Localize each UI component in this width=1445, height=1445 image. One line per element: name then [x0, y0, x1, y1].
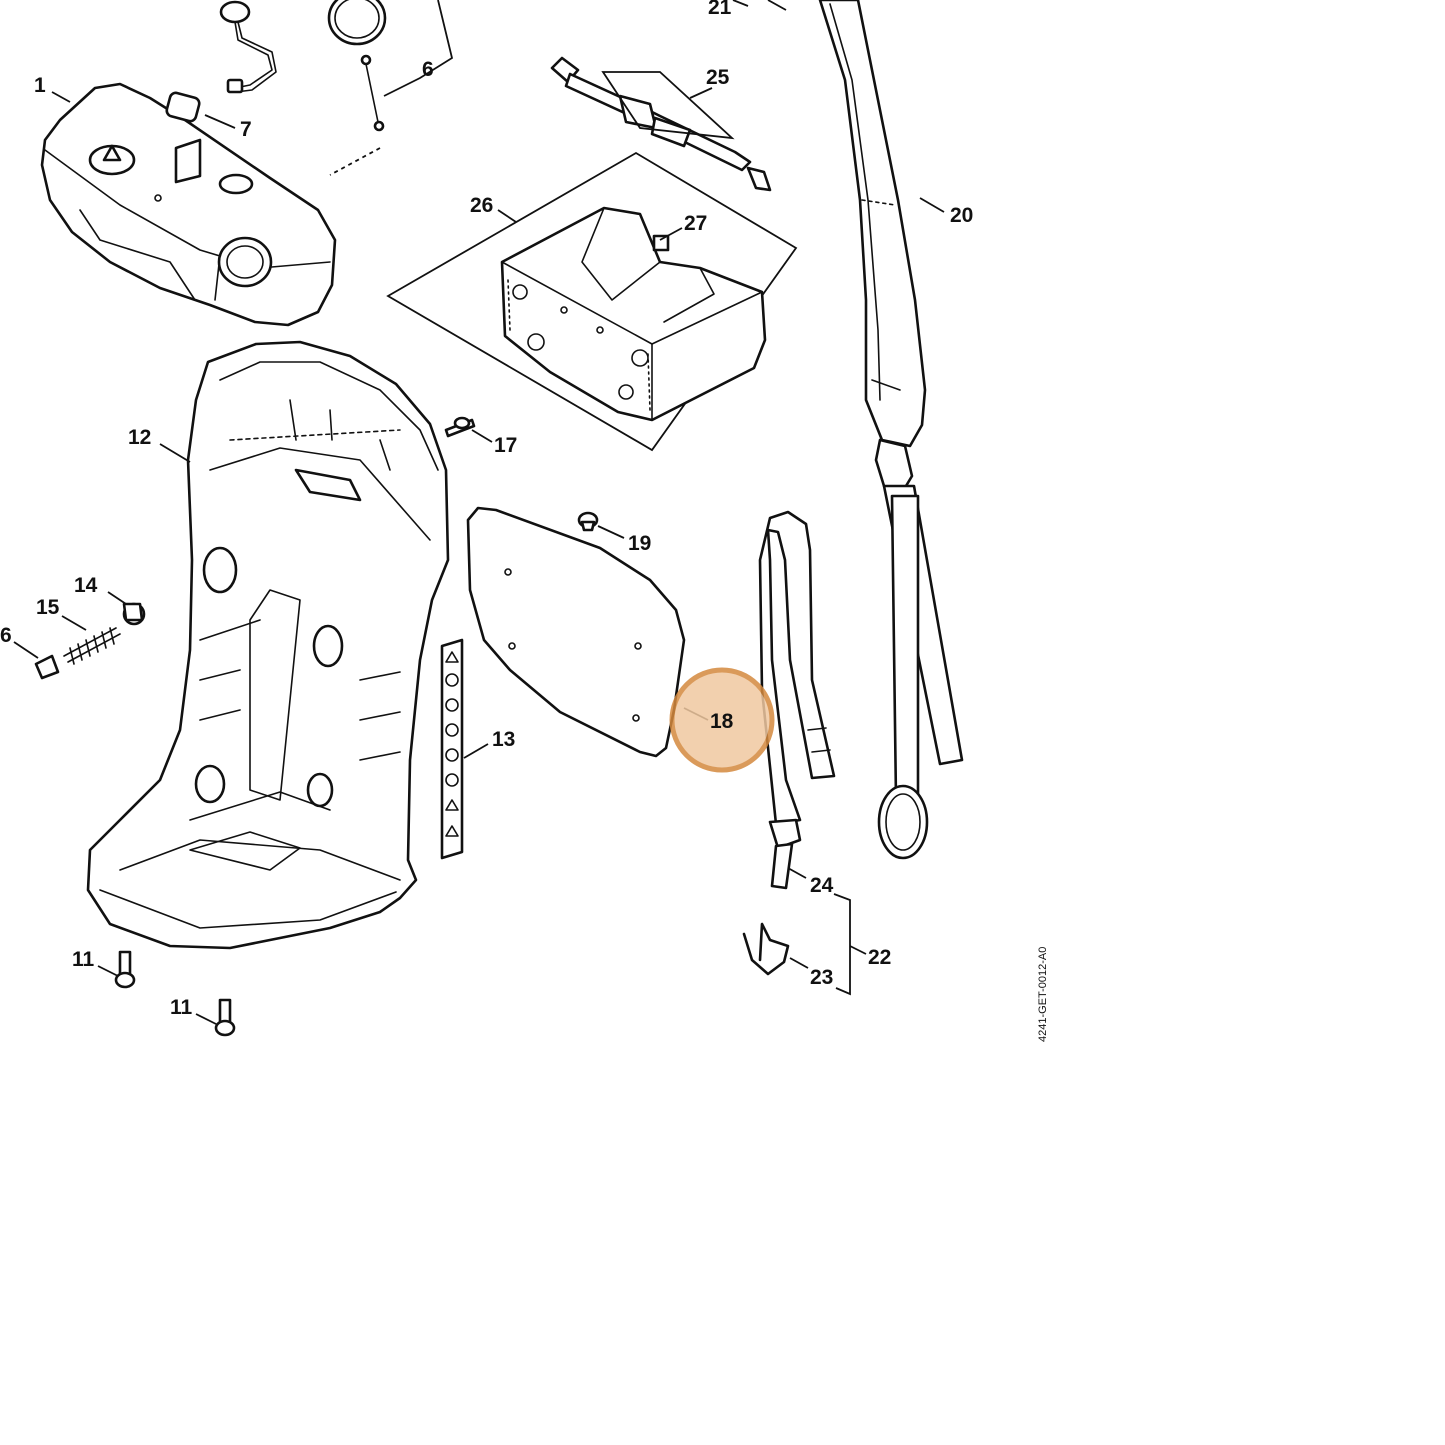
part-o-ring[interactable]	[327, 0, 387, 46]
callout-26[interactable]: 26	[470, 194, 493, 217]
part-storage-box[interactable]	[500, 206, 767, 422]
callout-24[interactable]: 24	[810, 874, 834, 897]
part-screw-17[interactable]	[444, 416, 476, 438]
callout-15[interactable]: 15	[36, 596, 60, 619]
part-frame[interactable]	[86, 340, 450, 950]
part-shoulder-strap[interactable]	[818, 0, 964, 860]
callout-labels: 1 6 6 7 11 11 12 13 14 15 17 18 19 20 21…	[0, 0, 973, 1019]
callout-13[interactable]: 13	[492, 728, 515, 751]
callout-11-lower[interactable]: 11	[170, 996, 193, 1019]
part-plug-6[interactable]	[34, 654, 60, 680]
part-hook[interactable]	[742, 922, 790, 976]
callout-18[interactable]: 18	[710, 710, 734, 733]
document-code: 4241-GET-0012-A0	[1037, 947, 1049, 1042]
part-box-group	[386, 151, 798, 452]
part-screw-11a[interactable]	[114, 950, 136, 989]
part-screw-11b[interactable]	[214, 998, 236, 1037]
part-screw-14[interactable]	[122, 602, 146, 626]
callout-11[interactable]: 11	[72, 948, 95, 971]
part-warning-decal[interactable]	[440, 638, 464, 860]
callout-21[interactable]: 21	[708, 0, 732, 19]
part-vent-cord[interactable]	[329, 54, 385, 176]
callout-1[interactable]: 1	[34, 74, 46, 97]
part-hip-strap[interactable]	[758, 510, 836, 890]
callout-12[interactable]: 12	[128, 426, 151, 449]
part-spring-15[interactable]	[63, 627, 121, 665]
part-screw-19[interactable]	[577, 511, 599, 532]
callout-17[interactable]: 17	[494, 434, 517, 457]
callout-27[interactable]: 27	[684, 212, 707, 235]
part-buckle-strap[interactable]	[550, 56, 772, 192]
callout-6[interactable]: 6	[422, 58, 434, 81]
callout-7[interactable]: 7	[240, 118, 252, 141]
part-back-pad[interactable]	[466, 506, 686, 758]
callout-14[interactable]: 14	[74, 574, 98, 597]
callout-22[interactable]: 22	[868, 946, 891, 969]
part-fuel-pickup[interactable]	[165, 0, 277, 123]
highlight-circle	[669, 667, 775, 773]
callout-6-left[interactable]: 6	[0, 624, 12, 647]
leader-lines	[13, 0, 945, 1025]
callout-25[interactable]: 25	[706, 66, 730, 89]
callout-20[interactable]: 20	[950, 204, 973, 227]
callout-23[interactable]: 23	[810, 966, 833, 989]
callout-19[interactable]: 19	[628, 532, 651, 555]
part-tank[interactable]	[40, 82, 337, 327]
